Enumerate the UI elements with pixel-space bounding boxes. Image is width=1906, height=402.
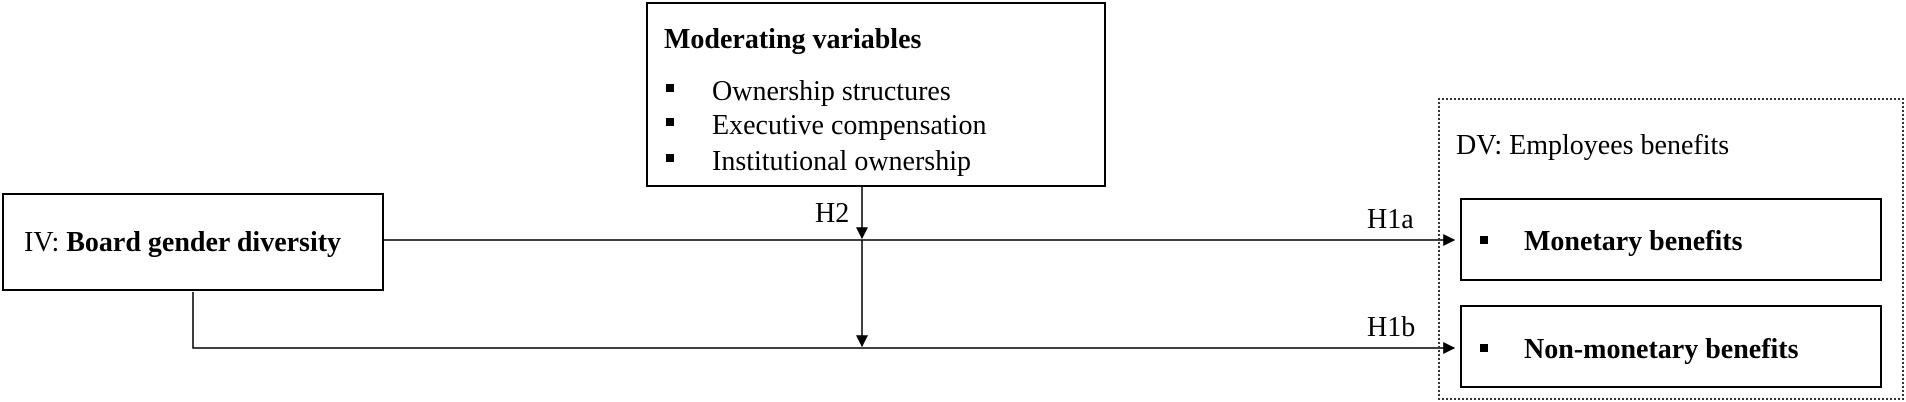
hypothesis-h2-label: H2	[815, 198, 850, 229]
dv-outcome-monetary-label: Monetary benefits	[1524, 226, 1743, 257]
moderator-item-executive-compensation: Executive compensation	[712, 110, 987, 141]
bullet-icon	[666, 118, 674, 126]
bullet-icon	[666, 84, 674, 92]
moderator-item-ownership-structures: Ownership structures	[712, 76, 951, 107]
iv-label: IV: Board gender diversity	[24, 229, 341, 257]
iv-name: Board gender diversity	[66, 227, 342, 258]
dv-outcome-monetary-box: Monetary benefits	[1460, 198, 1882, 281]
arrow-iv-to-non-monetary	[192, 292, 1456, 354]
iv-prefix: IV:	[24, 227, 67, 258]
dv-outcome-non-monetary-box: Non-monetary benefits	[1460, 305, 1882, 388]
moderators-box: Moderating variables Ownership structure…	[646, 2, 1106, 187]
hypothesis-h1b-label: H1b	[1367, 312, 1416, 343]
hypothesis-h1a-label: H1a	[1367, 204, 1414, 235]
dv-outcome-non-monetary-label: Non-monetary benefits	[1524, 334, 1799, 365]
moderator-item-institutional-ownership: Institutional ownership	[712, 146, 971, 177]
bullet-icon	[1480, 344, 1488, 352]
bullet-icon	[666, 154, 674, 162]
dv-group: DV: Employees benefits	[1438, 98, 1904, 400]
iv-box: IV: Board gender diversity	[2, 193, 384, 291]
dv-title: DV: Employees benefits	[1456, 130, 1730, 161]
moderators-title: Moderating variables	[664, 24, 922, 55]
bullet-icon	[1480, 236, 1488, 244]
